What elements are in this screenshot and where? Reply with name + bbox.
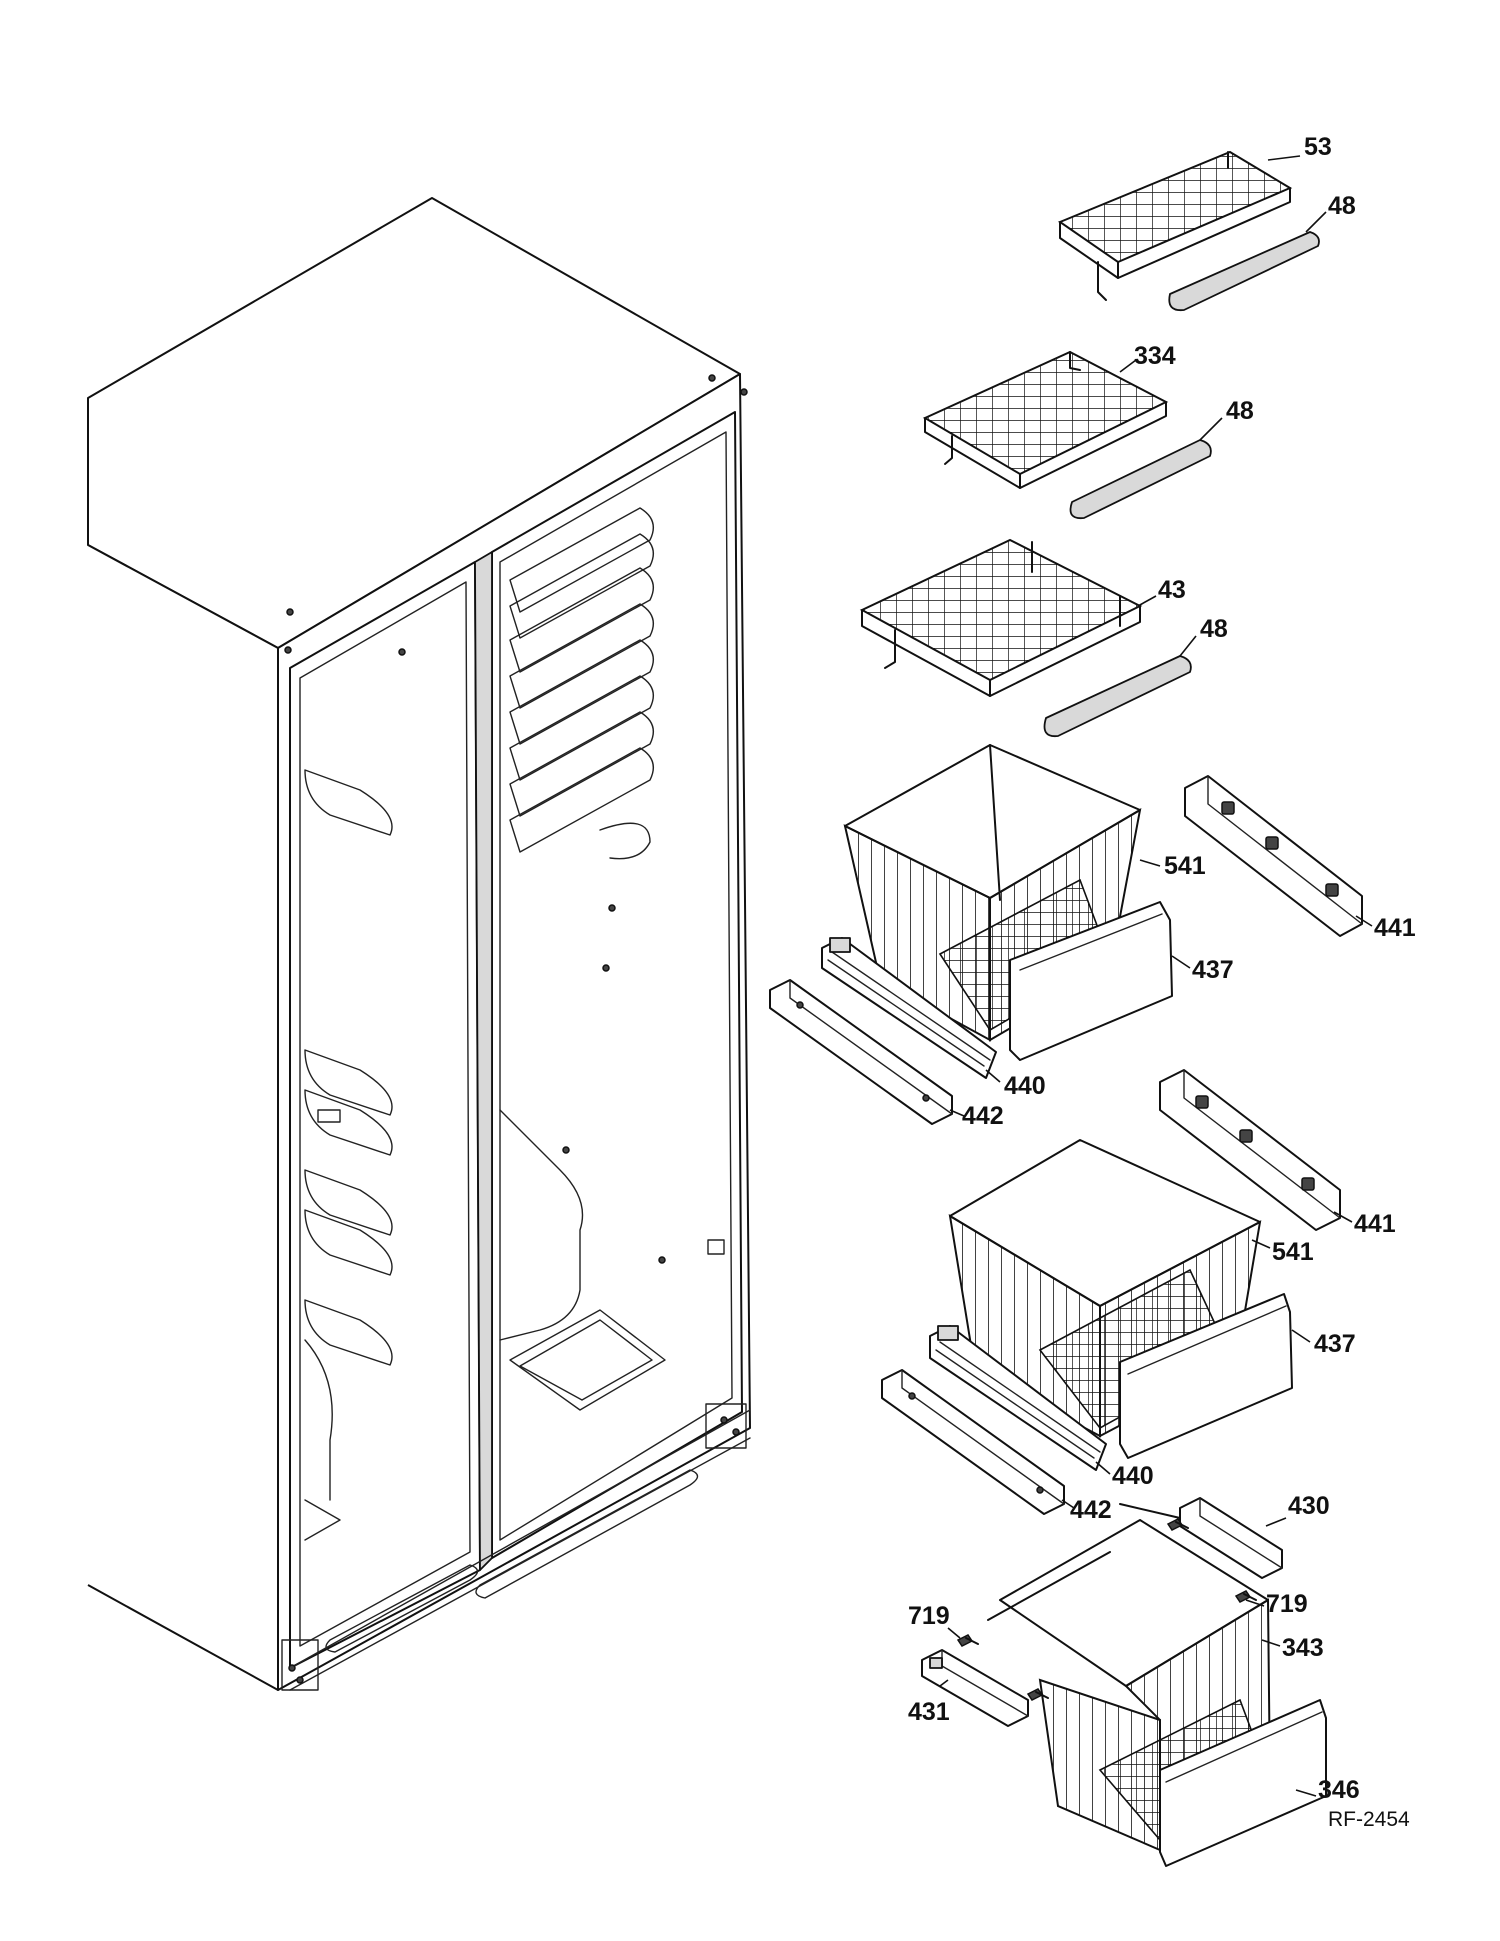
bracket-431 <box>921 1649 1029 1727</box>
callout-437-upper: 437 <box>1192 956 1234 984</box>
screw-719-right <box>1166 1518 1257 1603</box>
refrigerator-cabinet <box>87 197 751 1691</box>
wire-shelf-53 <box>1057 150 1293 301</box>
basket-slide-441-lower <box>1159 1069 1341 1231</box>
callout-719-right: 719 <box>1266 1590 1308 1618</box>
callout-346: 346 <box>1318 1776 1360 1804</box>
slide-rail-440-lower <box>929 1325 1107 1471</box>
callout-441-upper: 441 <box>1374 914 1416 942</box>
basket-front-346 <box>1159 1699 1327 1867</box>
callout-343: 343 <box>1282 1634 1324 1662</box>
wire-shelf-334 <box>922 350 1169 489</box>
callout-541-upper: 541 <box>1164 852 1206 880</box>
basket-slide-441-upper <box>1184 775 1363 937</box>
basket-front-437-lower <box>1119 1293 1293 1459</box>
fresh-food-bin-supports <box>304 648 406 1541</box>
cabinet-left-side <box>87 544 279 1691</box>
callout-48-bottom: 48 <box>1200 615 1228 643</box>
callout-719-left: 719 <box>908 1602 950 1630</box>
callout-334: 334 <box>1134 342 1176 370</box>
callout-442-lower: 442 <box>1070 1496 1112 1524</box>
slide-cover-442-lower <box>881 1369 1065 1515</box>
callout-442-upper: 442 <box>962 1102 1004 1130</box>
callout-440-lower: 440 <box>1112 1462 1154 1490</box>
callout-541-lower: 541 <box>1272 1238 1314 1266</box>
center-mullion <box>474 551 493 1571</box>
screw-719-left <box>956 1634 1049 1701</box>
callout-431: 431 <box>908 1698 950 1726</box>
callout-48-top: 48 <box>1328 192 1356 220</box>
shelf-trim-48-middle <box>1069 439 1212 520</box>
base-grille-edge <box>289 1409 751 1669</box>
callout-48-middle: 48 <box>1226 397 1254 425</box>
leader-lines <box>939 155 1373 1797</box>
freezer-shelf-supports <box>509 507 725 1264</box>
wire-shelf-43 <box>859 538 1143 697</box>
callout-441-lower: 441 <box>1354 1210 1396 1238</box>
basket-front-437-upper <box>1009 901 1173 1061</box>
shelf-trim-48-bottom <box>1043 655 1192 738</box>
bracket-430 <box>1179 1497 1283 1579</box>
callout-labels: 53 48 334 48 43 48 541 441 437 440 442 4… <box>908 133 1416 1831</box>
callout-53: 53 <box>1304 133 1332 161</box>
shelf-trim-48-top <box>1168 231 1320 312</box>
callout-43: 43 <box>1158 576 1186 604</box>
callout-430: 430 <box>1288 1492 1330 1520</box>
callout-437-lower: 437 <box>1314 1330 1356 1358</box>
slide-cover-442-upper <box>769 979 953 1125</box>
slide-rail-440-upper <box>821 937 997 1079</box>
callout-440-upper: 440 <box>1004 1072 1046 1100</box>
drawing-reference-code: RF-2454 <box>1328 1808 1410 1831</box>
